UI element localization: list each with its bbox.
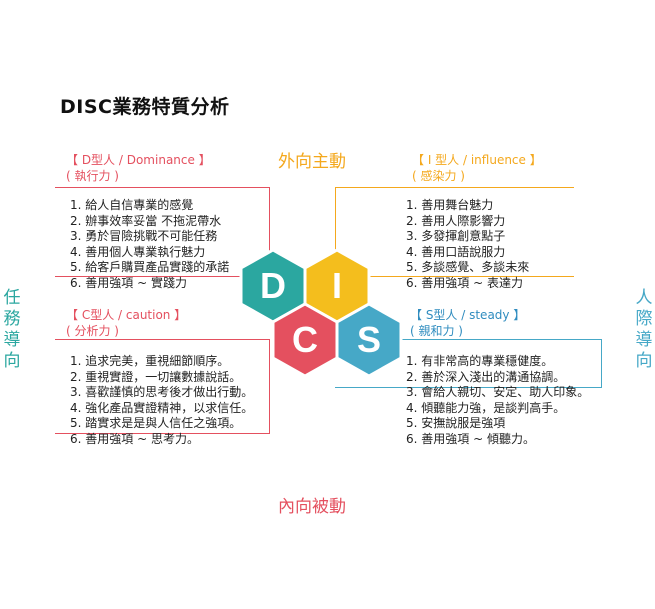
hexagon-c: C bbox=[271, 302, 339, 378]
list-item: 2. 善用人際影響力 bbox=[406, 213, 506, 228]
list-item: 2. 重視實證，一切讓數據說話。 bbox=[70, 369, 242, 384]
list-item: 1. 善用舞台魅力 bbox=[406, 198, 494, 212]
quadrant-s-list: 1. 有非常高的專業穩健度。 2. 善於深入淺出的溝通協調。 3. 會給人親切、… bbox=[406, 354, 589, 447]
list-item: 6. 善用強項 ~ 傾聽力。 bbox=[406, 431, 535, 446]
quadrant-c-header: 【 C型人 / caution 】 ( 分析力 ) bbox=[66, 307, 186, 339]
list-item: 6. 善用強項 ~ 表達力 bbox=[406, 275, 523, 290]
axis-label-extrovert: 外向主動 bbox=[278, 152, 346, 172]
list-item: 4. 強化產品實證精神，以求信任。 bbox=[70, 400, 254, 415]
hexagon-i-letter: I bbox=[332, 265, 342, 306]
list-item: 5. 踏實求是是與人信任之強項。 bbox=[70, 416, 242, 430]
axis-label-people-oriented: 人 際 導 向 bbox=[634, 288, 654, 372]
hexagon-s: S bbox=[335, 302, 403, 378]
quadrant-type: 【 S型人 / steady 】 bbox=[410, 308, 526, 322]
list-item: 6. 善用強項 ~ 實踐力 bbox=[70, 275, 187, 290]
list-item: 3. 會給人親切、安定、助人印象。 bbox=[406, 385, 590, 399]
axis-char: 向 bbox=[635, 351, 653, 371]
quadrant-trait: ( 親和力 ) bbox=[410, 324, 463, 338]
list-item: 3. 喜歡謹慎的思考後才做出行動。 bbox=[70, 385, 254, 399]
quadrant-i-list: 1. 善用舞台魅力 2. 善用人際影響力 3. 多發揮創意點子 4. 善用口語說… bbox=[406, 198, 529, 291]
list-item: 5. 安撫說服是強項 bbox=[406, 416, 506, 430]
quadrant-d-frame bbox=[55, 187, 270, 277]
axis-char: 導 bbox=[635, 330, 653, 350]
list-item: 5. 多談感覺、多談未來 bbox=[406, 260, 530, 274]
list-item: 4. 善用口語說服力 bbox=[406, 244, 506, 259]
quadrant-type: 【 D型人 / Dominance 】 bbox=[66, 153, 211, 167]
list-item: 1. 給人自信專業的感覺 bbox=[70, 198, 194, 212]
list-item: 4. 傾聽能力強，是談判高手。 bbox=[406, 400, 566, 415]
list-item: 3. 勇於冒險挑戰不可能任務 bbox=[70, 229, 218, 243]
hexagon-s-shape bbox=[335, 302, 403, 378]
quadrant-d-list: 1. 給人自信專業的感覺 2. 辦事效率妥當 不拖泥帶水 3. 勇於冒險挑戰不可… bbox=[70, 198, 229, 291]
quadrant-type: 【 I 型人 / influence 】 bbox=[412, 153, 542, 167]
page-title: DISC業務特質分析 bbox=[60, 96, 230, 118]
hexagon-s-letter: S bbox=[357, 319, 381, 360]
axis-char: 任 bbox=[3, 288, 21, 308]
axis-char: 際 bbox=[635, 309, 653, 329]
list-item: 1. 有非常高的專業穩健度。 bbox=[406, 354, 554, 368]
axis-char: 人 bbox=[635, 288, 653, 308]
quadrant-trait: ( 執行力 ) bbox=[66, 169, 119, 183]
hexagon-d-letter: D bbox=[260, 265, 286, 306]
quadrant-trait: ( 感染力 ) bbox=[412, 169, 465, 183]
quadrant-type: 【 C型人 / caution 】 bbox=[66, 308, 187, 322]
quadrant-i-frame bbox=[335, 187, 574, 277]
list-item: 5. 給客戶購買產品實踐的承諾 bbox=[70, 260, 230, 274]
axis-label-introvert: 內向被動 bbox=[278, 497, 346, 517]
quadrant-trait: ( 分析力 ) bbox=[66, 324, 119, 338]
list-item: 2. 辦事效率妥當 不拖泥帶水 bbox=[70, 213, 222, 228]
list-item: 4. 善用個人專業執行魅力 bbox=[70, 244, 206, 259]
hexagon-c-letter: C bbox=[292, 319, 318, 360]
axis-label-task-oriented: 任 務 導 向 bbox=[2, 288, 22, 372]
list-item: 2. 善於深入淺出的溝通協調。 bbox=[406, 369, 566, 384]
list-item: 3. 多發揮創意點子 bbox=[406, 229, 506, 243]
axis-char: 導 bbox=[3, 330, 21, 350]
quadrant-s-frame bbox=[335, 339, 602, 388]
quadrant-i-header: 【 I 型人 / influence 】 ( 感染力 ) bbox=[412, 152, 542, 184]
list-item: 6. 善用強項 ~ 思考力。 bbox=[70, 431, 199, 446]
axis-char: 向 bbox=[3, 351, 21, 371]
list-item: 1. 追求完美，重視細節順序。 bbox=[70, 354, 230, 368]
quadrant-c-list: 1. 追求完美，重視細節順序。 2. 重視實證，一切讓數據說話。 3. 喜歡謹慎… bbox=[70, 354, 253, 447]
disc-hexagon-cluster: D I C S bbox=[239, 248, 403, 378]
quadrant-c-frame bbox=[55, 339, 270, 434]
quadrant-d-header: 【 D型人 / Dominance 】 ( 執行力 ) bbox=[66, 152, 211, 184]
axis-char: 務 bbox=[3, 309, 21, 329]
quadrant-s-header: 【 S型人 / steady 】 ( 親和力 ) bbox=[410, 307, 525, 339]
